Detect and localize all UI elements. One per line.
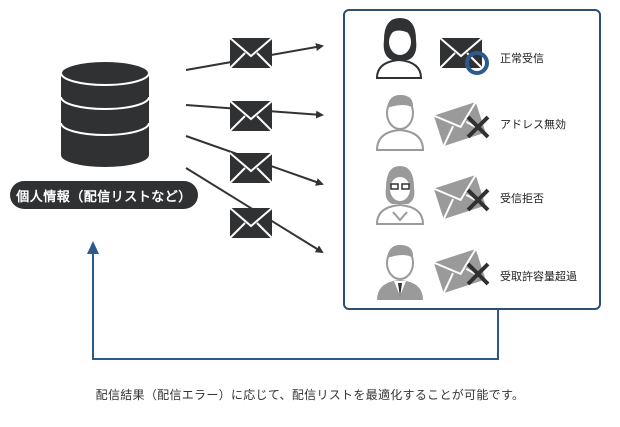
- envelope-icon: [229, 100, 273, 132]
- envelope-icon: [229, 207, 273, 239]
- database-icon: [60, 60, 150, 167]
- fail-x-icon: [466, 262, 490, 286]
- success-circle-icon: [465, 51, 489, 75]
- diagram-caption: 配信結果（配信エラー）に応じて、配信リストを最適化することが可能です。: [95, 388, 525, 402]
- man-user-icon: [375, 94, 425, 151]
- result-label-normal: 正常受信: [500, 52, 544, 65]
- envelope-icon: [229, 152, 273, 184]
- result-label-invalid-address: アドレス無効: [500, 118, 566, 131]
- woman-user-icon: [375, 18, 423, 79]
- man-suit-user-icon: [377, 244, 423, 300]
- fail-x-icon: [466, 188, 490, 212]
- fail-x-icon: [466, 115, 490, 139]
- feedback-arrow: [87, 241, 499, 360]
- database-label: 個人情報（配信リストなど）: [10, 181, 198, 209]
- woman-glasses-user-icon: [375, 166, 425, 225]
- envelope-icon: [229, 37, 273, 69]
- result-label-rejected: 受信拒否: [500, 192, 544, 205]
- result-label-over-capacity: 受取許容量超過: [500, 270, 577, 283]
